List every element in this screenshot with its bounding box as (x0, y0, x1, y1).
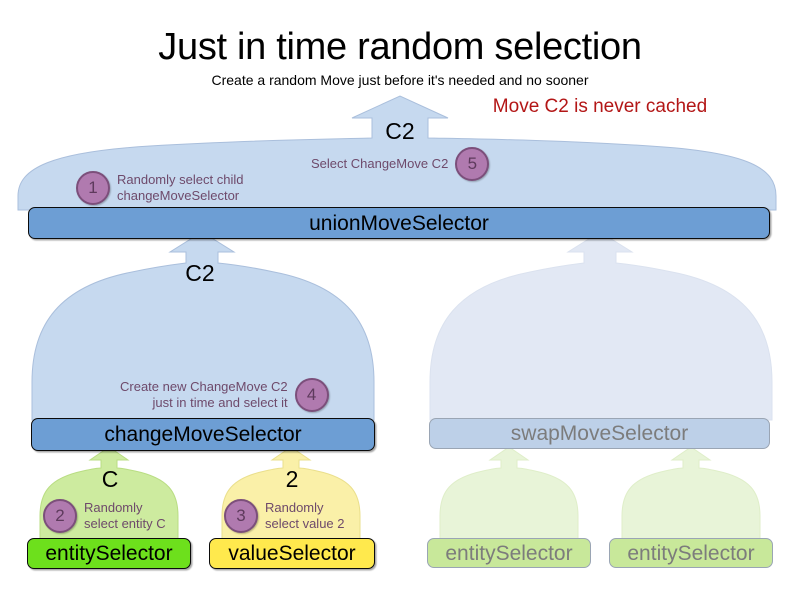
step-text-2: Randomly select entity C (84, 499, 166, 531)
step-text-5: Select ChangeMove C2 (311, 155, 449, 171)
flow-label-union-out: C2 (385, 118, 415, 144)
annotation-step-5: 5 Select ChangeMove C2 (311, 147, 490, 181)
node-value-selector[interactable]: valueSelector (209, 538, 375, 569)
flow-label-entity-out: C (101, 466, 119, 492)
step-badge-5: 5 (455, 147, 490, 181)
cache-note: Move C2 is never cached (492, 96, 708, 117)
node-change-move-selector[interactable]: changeMoveSelector (31, 418, 375, 451)
swap-fan-shape (429, 231, 773, 421)
annotation-step-3: 3 Randomly select value 2 (224, 499, 345, 533)
change-fan-shape (31, 231, 375, 421)
annotation-step-4: 4 Create new ChangeMove C2 just in time … (120, 378, 329, 412)
page-subtitle: Create a random Move just before it's ne… (211, 72, 589, 88)
step-text-4: Create new ChangeMove C2 just in time an… (120, 378, 288, 410)
step-badge-2: 2 (43, 499, 77, 533)
node-union-move-selector[interactable]: unionMoveSelector (28, 207, 770, 239)
step-badge-4: 4 (294, 378, 329, 412)
entity-right2-fan-shape (621, 446, 761, 541)
node-swap-move-selector[interactable]: swapMoveSelector (429, 418, 770, 449)
entity-right1-fan-shape (439, 446, 579, 541)
step-text-1: Randomly select child changeMoveSelector (117, 171, 244, 203)
union-fan-shape (17, 95, 777, 211)
step-text-3: Randomly select value 2 (265, 499, 345, 531)
step-badge-1: 1 (76, 171, 110, 205)
flow-label-change-out: C2 (185, 260, 215, 286)
page-title: Just in time random selection (158, 26, 642, 68)
node-entity-selector-right-1[interactable]: entitySelector (427, 538, 591, 568)
annotation-step-2: 2 Randomly select entity C (43, 499, 166, 533)
node-entity-selector-right-2[interactable]: entitySelector (609, 538, 773, 568)
flow-label-value-out: 2 (285, 466, 299, 492)
annotation-step-1: 1 Randomly select child changeMoveSelect… (76, 171, 243, 205)
node-entity-selector-left[interactable]: entitySelector (27, 538, 191, 569)
step-badge-3: 3 (224, 499, 258, 533)
